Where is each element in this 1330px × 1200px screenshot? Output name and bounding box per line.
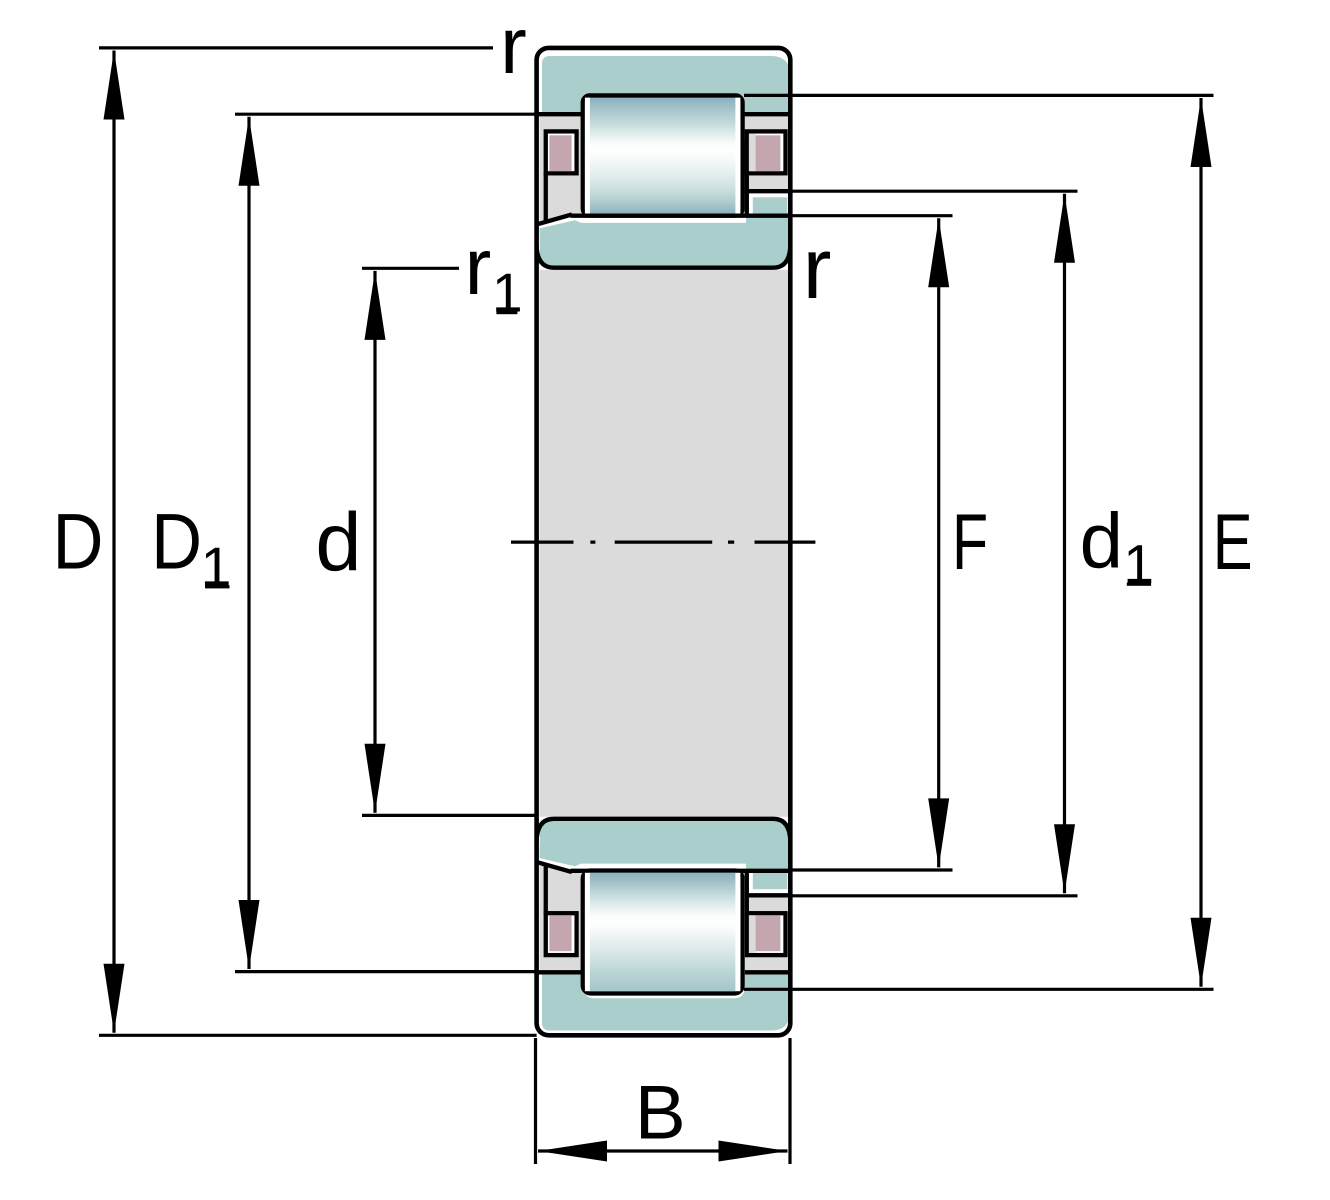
svg-text:r: r bbox=[465, 222, 492, 311]
svg-text:d: d bbox=[1080, 496, 1123, 584]
svg-text:D: D bbox=[151, 497, 202, 586]
svg-text:d: d bbox=[315, 495, 361, 588]
svg-text:E: E bbox=[1213, 498, 1253, 586]
svg-text:D: D bbox=[53, 497, 104, 586]
svg-text:F: F bbox=[952, 498, 988, 586]
svg-text:r: r bbox=[803, 221, 832, 317]
svg-text:B: B bbox=[635, 1071, 686, 1156]
svg-text:r: r bbox=[500, 1, 527, 90]
